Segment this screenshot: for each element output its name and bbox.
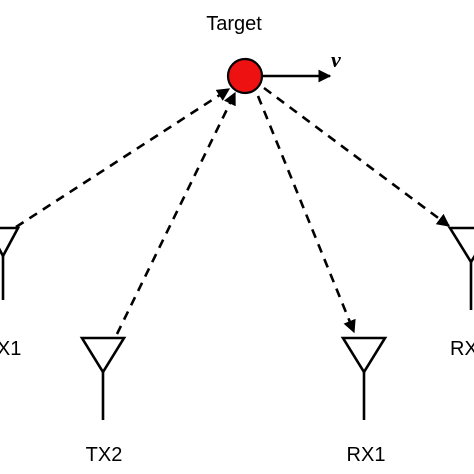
path-tx2-to-target: [115, 91, 237, 335]
path-target-to-rx1: [256, 95, 356, 334]
rx2-label: RX2: [450, 338, 474, 360]
rx1-antenna-icon: [340, 336, 388, 420]
tx2-label: TX2: [86, 444, 123, 466]
velocity-label: v: [331, 47, 341, 72]
target-label: Target: [206, 13, 262, 35]
target-circle: [226, 57, 264, 95]
path-target-to-rx2: [263, 86, 451, 228]
tx1-label: TX1: [0, 338, 21, 360]
path-tx1-to-target: [15, 87, 231, 229]
rx2-antenna-icon: [447, 226, 474, 310]
rx1-label: RX1: [347, 444, 386, 466]
tx1-antenna-icon: [0, 226, 21, 300]
tx2-antenna-icon: [79, 336, 127, 420]
